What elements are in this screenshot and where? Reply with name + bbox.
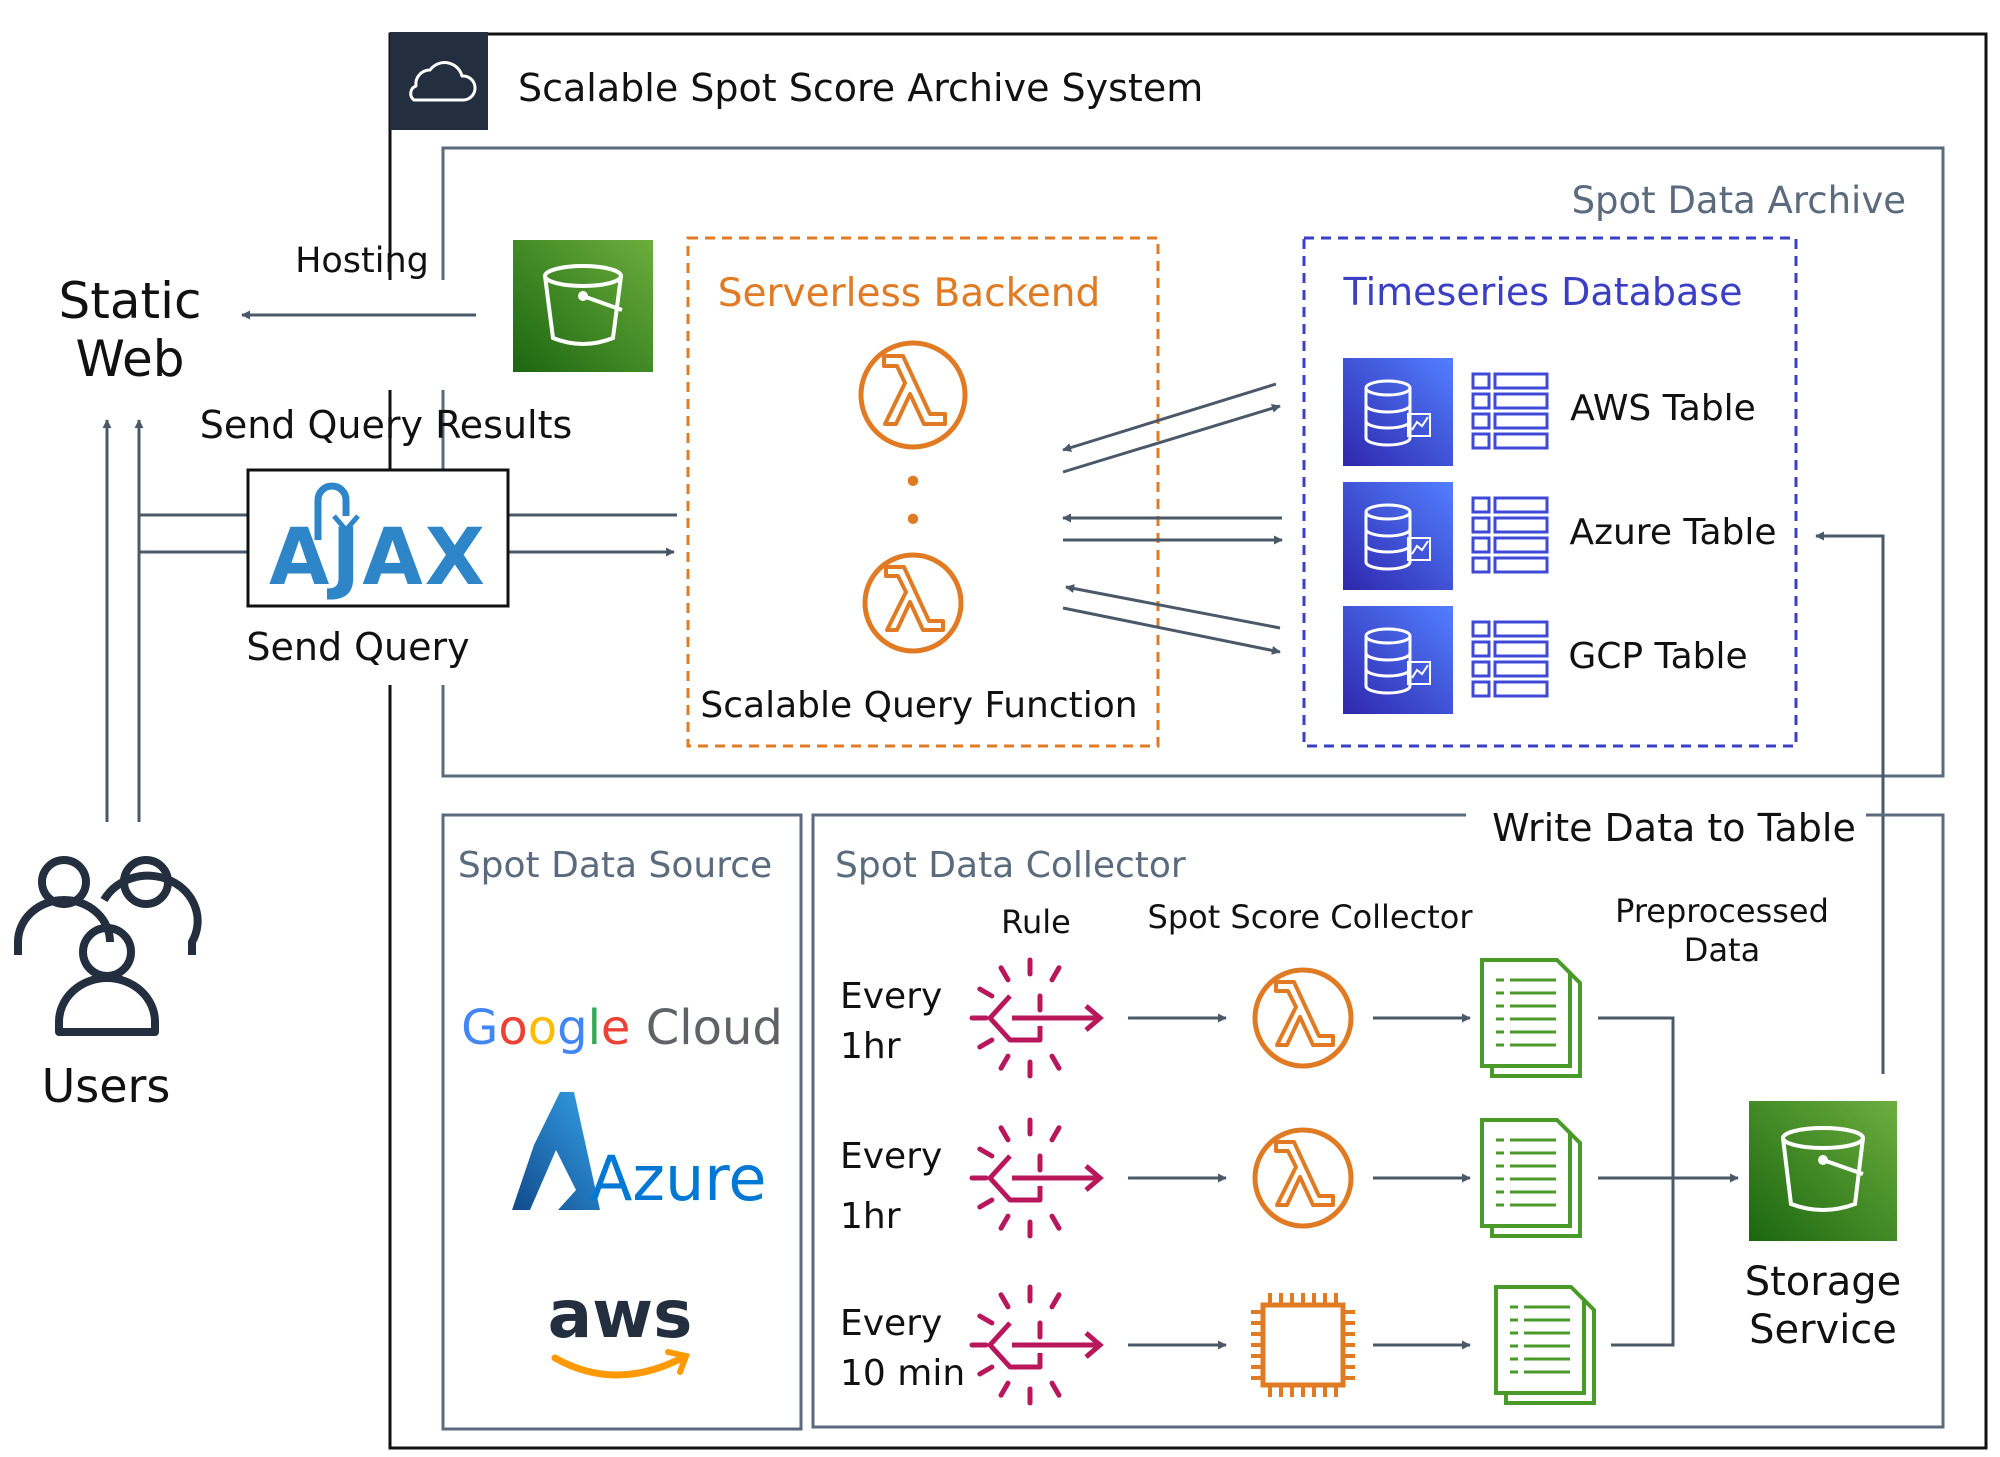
system-frame [388, 32, 1988, 1450]
system-title: Scalable Spot Score Archive System [518, 66, 1203, 110]
ajax-logo-text: AJAX [269, 513, 487, 603]
azure-mark-icon [512, 1092, 600, 1210]
backend-to-db-arrow-gcp [1062, 606, 1281, 655]
s3-hosting-bucket-icon [513, 240, 653, 372]
cloud-icon [409, 61, 477, 102]
eventbridge-rule-icon [969, 1284, 1104, 1406]
spot-data-collector-frame [811, 813, 1945, 1429]
storage-service-label-line2: Service [1749, 1307, 1897, 1353]
timestream-database-icon [1343, 482, 1453, 590]
preprocessed-data-header-line2: Data [1684, 931, 1760, 969]
table-label-1: Azure Table [1569, 512, 1776, 553]
write-data-label: Write Data to Table [1492, 806, 1856, 850]
users-label: Users [42, 1059, 171, 1113]
google-cloud-text: Google Cloud [461, 1000, 783, 1056]
send-query-label: Send Query [246, 625, 469, 669]
spot-score-collector-header: Spot Score Collector [1148, 898, 1474, 936]
hosting-label: Hosting [295, 241, 429, 281]
users-icon [14, 856, 202, 1036]
db-row-2: GCP Table [1343, 606, 1748, 714]
timestream-database-icon [1343, 606, 1453, 714]
ajax-logo: AJAX [246, 468, 510, 608]
lambda-dot-2: • [902, 500, 923, 541]
static-web-label-line1: Static [59, 272, 202, 330]
google-cloud-logo: Google Cloud [461, 1000, 783, 1056]
schedule-label-line2: 1hr [840, 1026, 901, 1067]
table-grid-icon [1471, 496, 1549, 574]
table-label-0: AWS Table [1570, 388, 1756, 429]
lambda-icon-top [858, 340, 968, 450]
spot-data-collector-title: Spot Data Collector [835, 845, 1186, 886]
s3-storage-bucket-icon [1749, 1101, 1897, 1241]
schedule-label-line1: Every [840, 976, 942, 1017]
lambda-icon-bottom [862, 552, 964, 654]
lambda-collector-icon [1252, 1127, 1354, 1229]
lambda-collector-icon [1252, 967, 1354, 1069]
table-grid-icon [1471, 372, 1549, 450]
send-query-results-label: Send Query Results [200, 403, 573, 447]
schedule-label-line1: Every [840, 1303, 942, 1344]
table-label-2: GCP Table [1568, 636, 1747, 677]
aws-text: aws [548, 1276, 693, 1353]
collector-row-2: Every 10 min [840, 1284, 1596, 1406]
spot-data-archive-frame [441, 146, 1945, 778]
preprocessed-data-document-icon [1480, 958, 1582, 1078]
backend-to-db-arrow-aws [1062, 404, 1281, 474]
schedule-label-line2: 10 min [840, 1353, 965, 1394]
azure-logo: Azure [512, 1092, 767, 1215]
spot-data-archive-title: Spot Data Archive [1572, 179, 1906, 222]
preprocessed-data-header-line1: Preprocessed [1615, 892, 1829, 930]
merge-line-row1 [1598, 1016, 1675, 1347]
aws-smile-icon [551, 1354, 686, 1379]
preprocessed-data-document-icon [1480, 1118, 1582, 1238]
static-web-label-line2: Web [75, 330, 184, 388]
schedule-label-line1: Every [840, 1136, 942, 1177]
spot-data-source-frame [441, 813, 803, 1431]
serverless-backend-title: Serverless Backend [718, 271, 1101, 316]
schedule-label-line2: 1hr [840, 1196, 901, 1237]
timestream-database-icon [1343, 358, 1453, 466]
timeseries-database-frame [1302, 236, 1798, 748]
db-row-1: Azure Table [1343, 482, 1777, 590]
write-data-arrow [1815, 531, 1885, 1074]
aws-logo: aws [548, 1276, 693, 1379]
spot-data-source-title: Spot Data Source [458, 845, 772, 886]
collector-row-1: Every 1hr [840, 1117, 1582, 1239]
azure-text: Azure [590, 1142, 767, 1215]
db-row-0: AWS Table [1343, 358, 1756, 466]
eventbridge-rule-icon [969, 957, 1104, 1079]
ec2-instance-icon [1251, 1293, 1355, 1397]
collector-row-0: Every 1hr [840, 957, 1582, 1079]
rule-header: Rule [1001, 903, 1071, 941]
serverless-backend-frame [686, 236, 1160, 748]
table-grid-icon [1471, 620, 1549, 698]
eventbridge-rule-icon [969, 1117, 1104, 1239]
lambda-dot-1: • [902, 462, 923, 503]
scalable-query-function-label: Scalable Query Function [700, 685, 1137, 726]
storage-service-label-line1: Storage [1745, 1259, 1902, 1305]
db-to-backend-arrow-gcp [1065, 584, 1281, 630]
timeseries-database-title: Timeseries Database [1343, 270, 1743, 314]
preprocessed-data-document-icon [1494, 1285, 1596, 1405]
db-to-backend-arrow-aws [1062, 382, 1277, 452]
